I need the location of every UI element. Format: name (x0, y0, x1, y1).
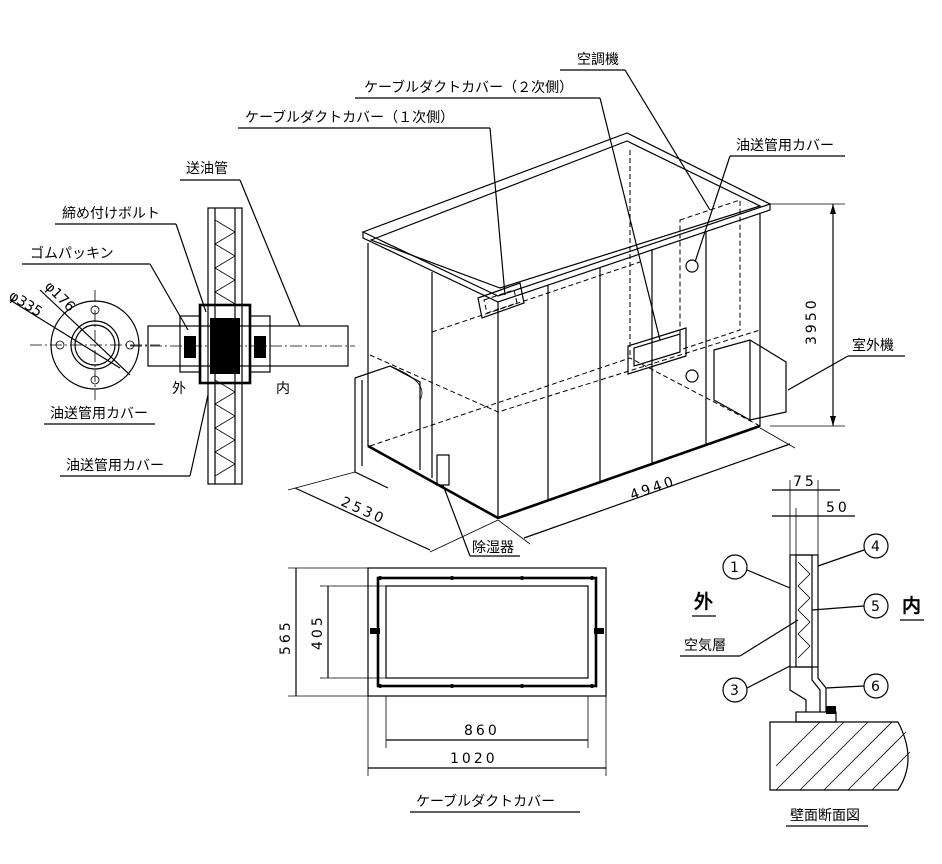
label-wall-section: 壁面断面図 (790, 808, 860, 824)
svg-text:ケーブルダクトカバー（１次側）: ケーブルダクトカバー（１次側） (245, 109, 454, 126)
label-outside-small: 外 (172, 381, 186, 397)
flange-front-view: φ176 φ335 (6, 279, 160, 400)
callout-5: 5 (811, 593, 889, 619)
label-oil-pipe-cover-wall: 油送管用カバー (60, 394, 209, 477)
dim-860: 860 (464, 723, 500, 739)
label-oil-pipe-cover-top: 油送管用カバー (694, 138, 845, 263)
label-inside-big: 内 (902, 594, 921, 617)
callout-3: 3 (722, 665, 791, 703)
label-outside-big: 外 (694, 590, 713, 613)
dimension-length: 4940 (497, 427, 796, 545)
label-air-conditioner: 空調機 (560, 52, 711, 211)
svg-text:油送管用カバー: 油送管用カバー (50, 406, 148, 422)
shelter-body (354, 132, 787, 520)
dim-1020: 1020 (450, 751, 498, 767)
dim-phi-335: φ335 (6, 288, 45, 321)
label-cable-cover-title: ケーブルダクトカバー (410, 793, 580, 813)
dim-405: 405 (310, 614, 326, 650)
svg-text:室外機: 室外機 (852, 337, 894, 354)
svg-text:油送管用カバー: 油送管用カバー (736, 138, 834, 154)
wall-section: 75 50 (769, 474, 911, 791)
label-oil-pipe: 送油管 (180, 161, 301, 327)
label-oil-pipe-cover-left: 油送管用カバー (44, 406, 155, 425)
svg-text:ケーブルダクトカバー（２次側）: ケーブルダクトカバー（２次側） (364, 79, 573, 96)
dim-50: 50 (826, 500, 850, 516)
callout-1: 1 (722, 554, 791, 589)
svg-text:4: 4 (871, 539, 880, 555)
label-cable-cover-2: ケーブルダクトカバー（２次側） (355, 79, 661, 341)
dim-565: 565 (278, 619, 294, 655)
svg-text:6: 6 (871, 679, 880, 695)
svg-text:1: 1 (730, 560, 739, 576)
label-rubber-packing: ゴムパッキン (22, 245, 189, 331)
svg-text:除湿器: 除湿器 (472, 540, 514, 556)
callout-4: 4 (817, 533, 889, 567)
svg-text:送油管: 送油管 (186, 161, 228, 177)
dimension-height: 3950 (770, 203, 845, 427)
wall-labels: 外 内 空気層 壁面断面図 (680, 590, 924, 827)
dim-75: 75 (793, 474, 817, 490)
cable-cover-plan: 565 405 860 1020 (278, 567, 607, 776)
callout-6: 6 (825, 673, 889, 699)
svg-text:5: 5 (871, 599, 880, 615)
label-fastening-bolt: 締め付けボルト (55, 205, 207, 313)
label-dehumidifier: 除湿器 (442, 484, 520, 557)
label-air-layer: 空気層 (684, 638, 726, 654)
label-inside-small: 内 (276, 381, 290, 397)
svg-text:3: 3 (730, 683, 739, 699)
label-outdoor-unit: 室外機 (787, 337, 905, 391)
svg-text:ゴムパッキン: ゴムパッキン (30, 245, 114, 262)
dim-2530: 2530 (338, 494, 388, 528)
svg-text:空調機: 空調機 (577, 52, 619, 68)
label-cable-cover-1: ケーブルダクトカバー（１次側） (238, 109, 506, 296)
pipe-detail: 外 内 (130, 207, 355, 485)
svg-text:油送管用カバー: 油送管用カバー (66, 458, 164, 474)
svg-text:ケーブルダクトカバー: ケーブルダクトカバー (416, 793, 555, 810)
dim-3950: 3950 (804, 297, 820, 345)
dim-4940: 4940 (628, 473, 678, 504)
svg-text:締め付けボルト: 締め付けボルト (62, 205, 160, 222)
dimension-width: 2530 (287, 471, 499, 553)
